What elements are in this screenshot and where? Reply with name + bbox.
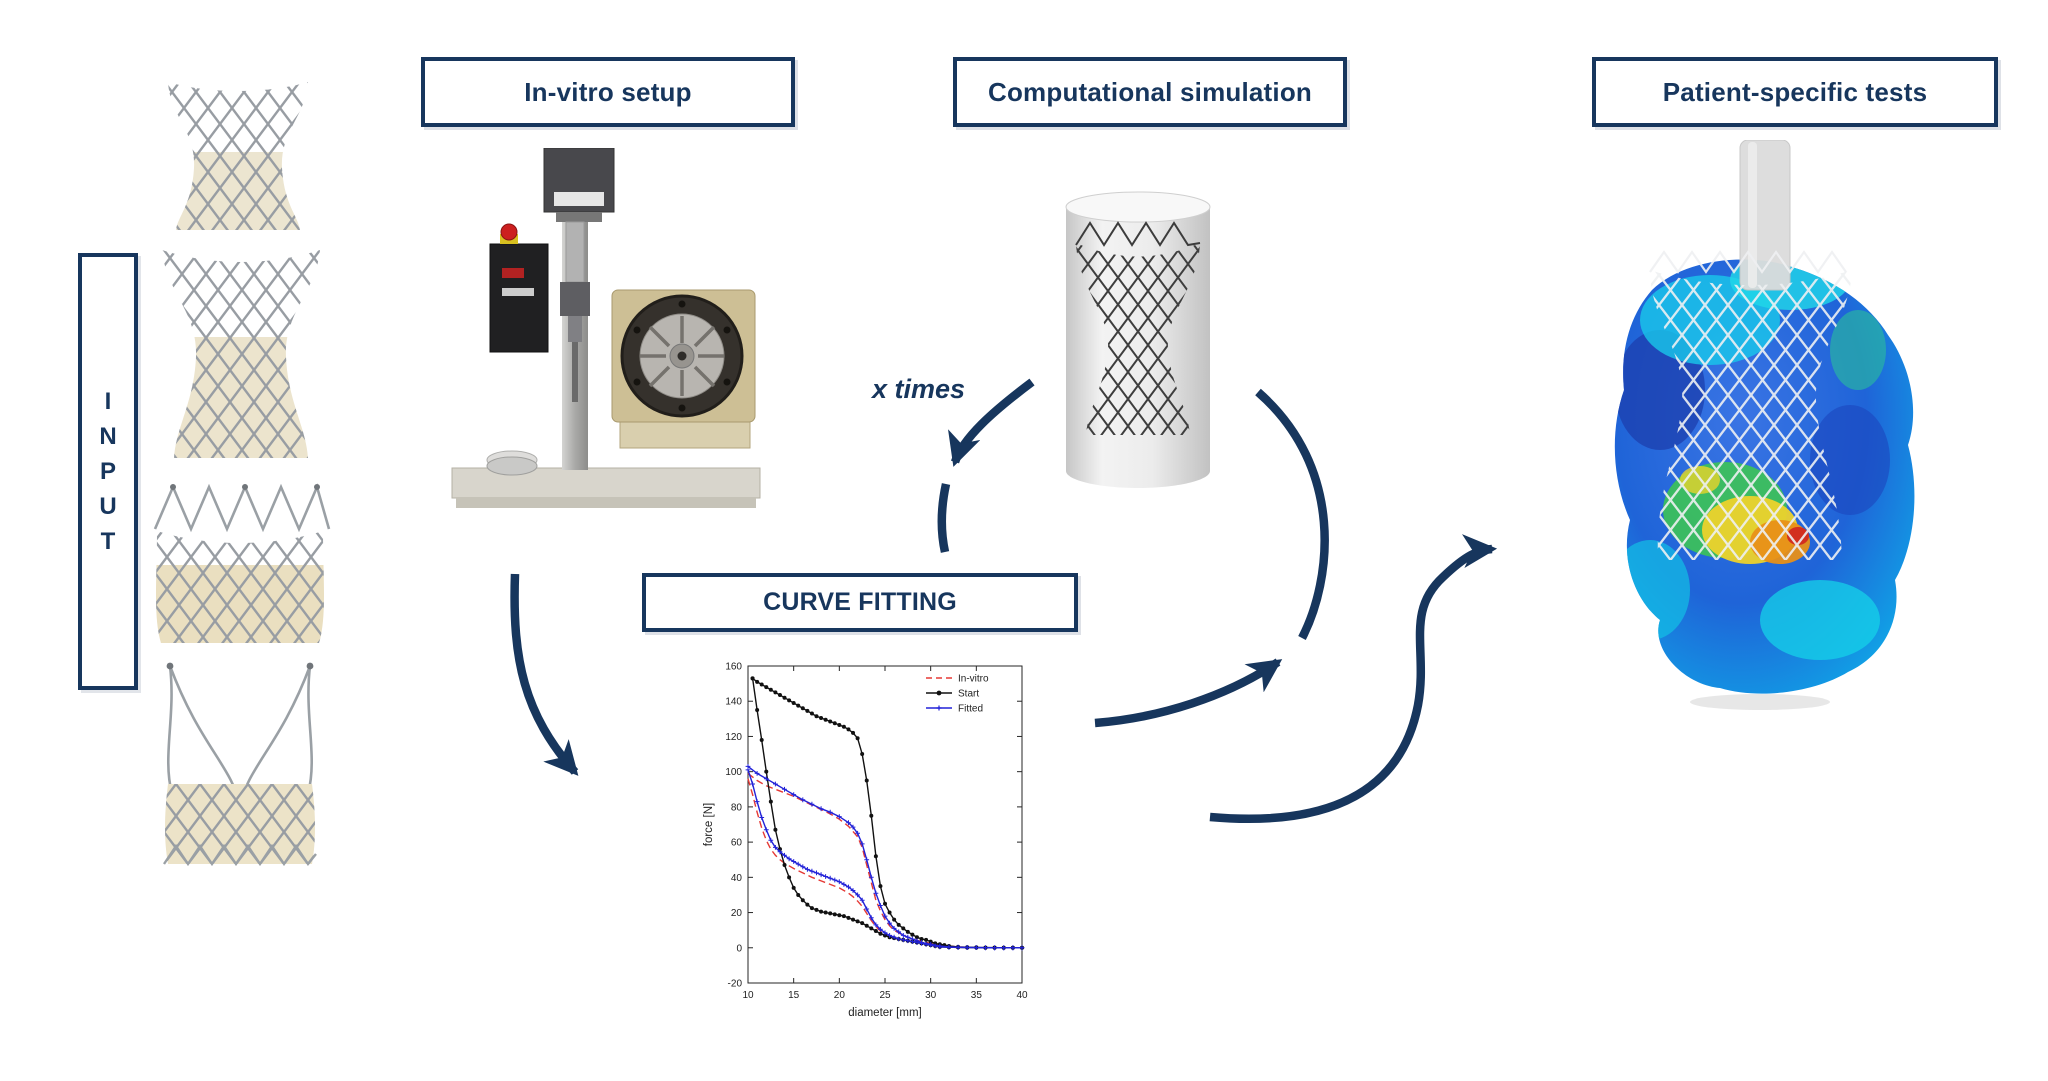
loop-annotation: x times bbox=[872, 374, 966, 404]
input-letter: U bbox=[99, 492, 117, 520]
header-label-invitro: In-vitro setup bbox=[524, 76, 692, 107]
chart-series-fitted bbox=[745, 764, 1025, 951]
arrow-to-patient-tests bbox=[1209, 534, 1498, 824]
header-box-simulation: Computational simulation bbox=[953, 57, 1347, 127]
svg-text:120: 120 bbox=[725, 732, 742, 743]
svg-text:100: 100 bbox=[725, 767, 742, 778]
machine-control-box bbox=[489, 243, 549, 353]
crimper-iris bbox=[640, 316, 724, 396]
input-box: I N P U T bbox=[78, 253, 138, 690]
svg-text:80: 80 bbox=[731, 802, 743, 813]
svg-text:60: 60 bbox=[731, 838, 743, 849]
header-box-invitro: In-vitro setup bbox=[421, 57, 795, 127]
simulation-stent-render bbox=[1065, 191, 1211, 488]
chart-ylabel: force [N] bbox=[703, 803, 715, 846]
header-box-patient: Patient-specific tests bbox=[1592, 57, 1998, 127]
svg-text:35: 35 bbox=[971, 990, 983, 1001]
arrow-simulation-to-fitting bbox=[948, 378, 1035, 467]
svg-text:140: 140 bbox=[725, 697, 742, 708]
chart-xlabel: diameter [mm] bbox=[848, 1007, 922, 1019]
svg-text:-20: -20 bbox=[728, 979, 743, 990]
invitro-machine-photo bbox=[451, 148, 761, 508]
input-letter: P bbox=[99, 457, 116, 485]
header-label-patient: Patient-specific tests bbox=[1662, 76, 1928, 107]
stent-image-3 bbox=[153, 483, 331, 643]
svg-text:In-vitro: In-vitro bbox=[958, 674, 989, 685]
svg-text:30: 30 bbox=[925, 990, 937, 1001]
svg-text:15: 15 bbox=[788, 990, 800, 1001]
svg-text:160: 160 bbox=[725, 662, 742, 673]
arrow-fitting-to-simulation bbox=[1094, 658, 1283, 728]
svg-text:Fitted: Fitted bbox=[958, 704, 983, 715]
svg-text:10: 10 bbox=[742, 990, 754, 1001]
arrow-fitting-to-simulation-upper bbox=[1255, 388, 1329, 640]
chart-axes: 10 15 20 25 30 35 40 -20 0 20 40 60 80 100 120 140 160 di… bbox=[703, 662, 1028, 1020]
stent-image-1 bbox=[168, 82, 308, 230]
stent-image-2 bbox=[162, 250, 320, 458]
svg-text:20: 20 bbox=[731, 908, 743, 919]
stent-image-4 bbox=[163, 662, 317, 867]
curve-fitting-label: CURVE FITTING bbox=[763, 588, 957, 616]
svg-text:20: 20 bbox=[834, 990, 846, 1001]
emergency-stop-button bbox=[500, 223, 518, 241]
input-letter: N bbox=[99, 422, 117, 450]
arrow-simulation-to-fitting-tail bbox=[937, 483, 951, 553]
machine-load-cell bbox=[560, 282, 590, 316]
svg-text:40: 40 bbox=[731, 873, 743, 884]
fitting-chart: 10 15 20 25 30 35 40 -20 0 20 40 60 80 100 120 140 160 di… bbox=[703, 662, 1028, 1020]
input-letter: I bbox=[104, 387, 112, 415]
svg-text:25: 25 bbox=[879, 990, 891, 1001]
svg-text:0: 0 bbox=[736, 943, 742, 954]
svg-text:Start: Start bbox=[958, 689, 979, 700]
curve-fitting-box: CURVE FITTING bbox=[642, 573, 1078, 632]
arrow-invitro-to-fitting bbox=[510, 573, 579, 776]
header-label-simulation: Computational simulation bbox=[987, 76, 1313, 107]
chart-series-start bbox=[750, 676, 1024, 950]
input-letter: T bbox=[100, 527, 116, 555]
patient-simulation-image bbox=[1614, 140, 1915, 710]
svg-text:40: 40 bbox=[1016, 990, 1028, 1001]
